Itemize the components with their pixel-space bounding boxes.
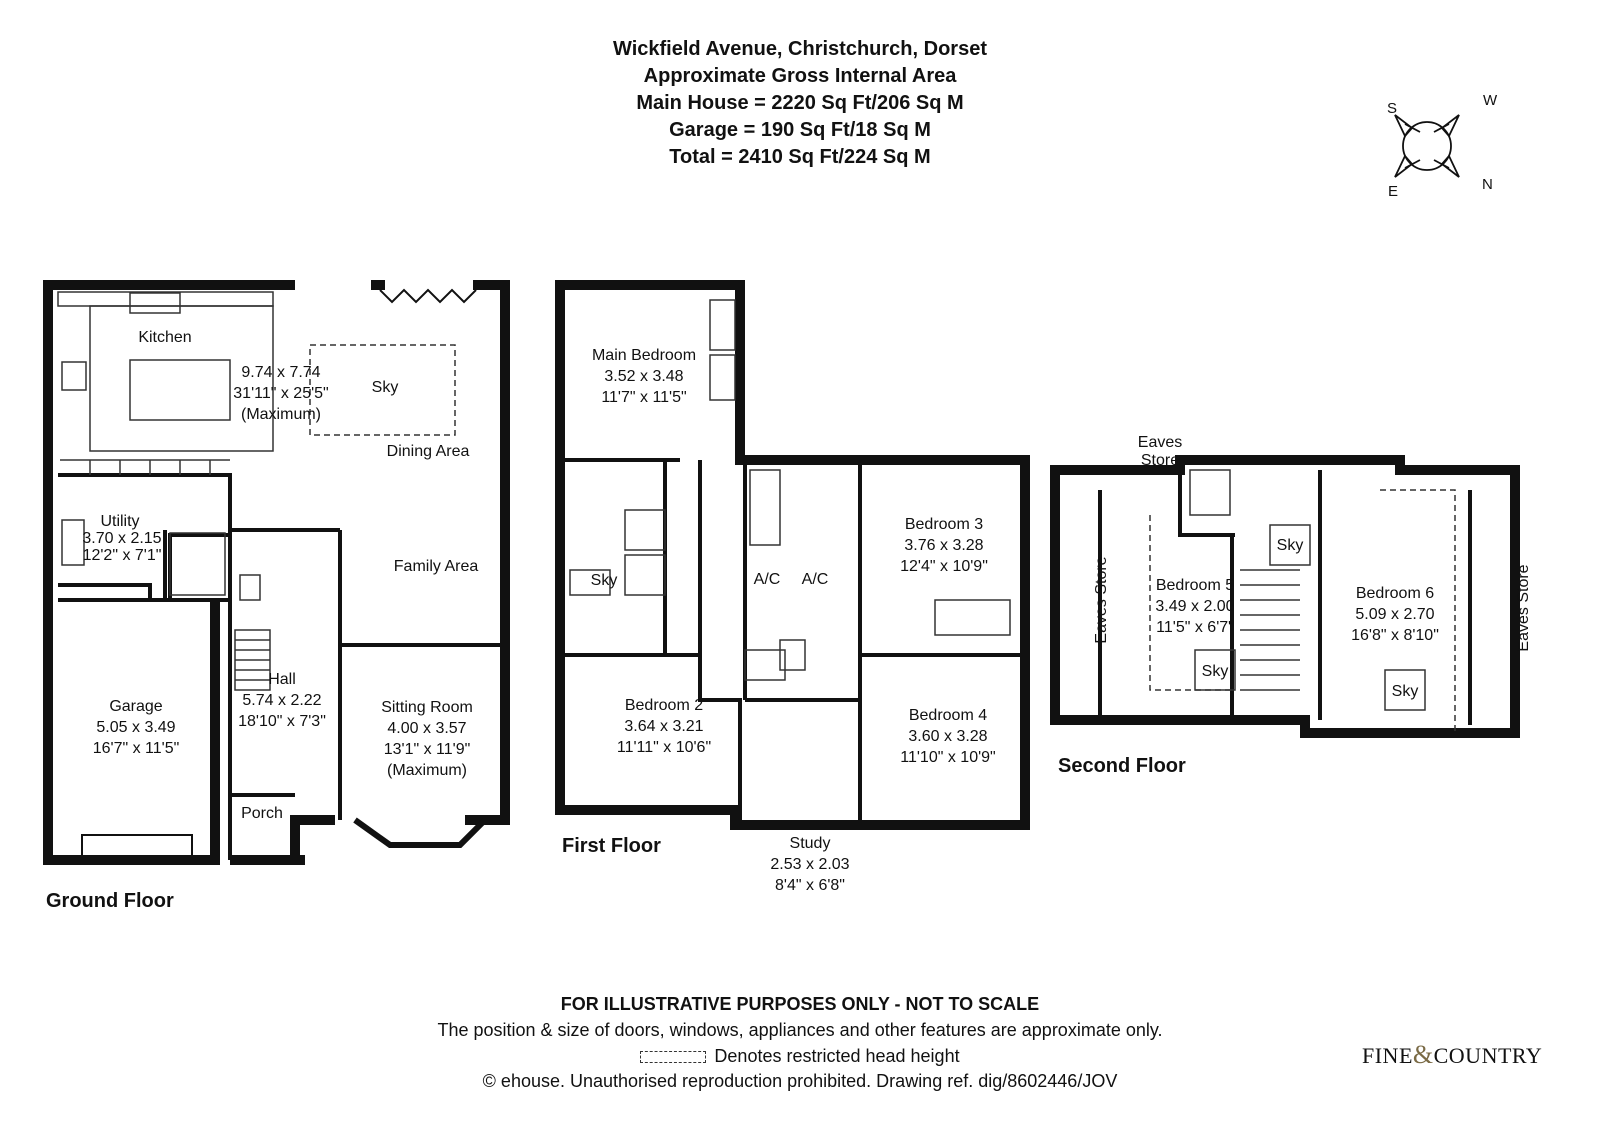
label-main-bedroom-ft: 11'7" x 11'5" bbox=[601, 389, 686, 406]
label-bedroom-5: Bedroom 5 bbox=[1156, 577, 1234, 594]
label-bedroom-2-m: 3.64 x 3.21 bbox=[624, 718, 703, 735]
label-kitchen: Kitchen bbox=[138, 329, 191, 346]
label-bedroom-3-ft: 12'4" x 10'9" bbox=[900, 558, 988, 575]
label-sky-first: Sky bbox=[591, 572, 618, 589]
label-eaves-store-left: Eaves Store bbox=[1093, 556, 1110, 643]
restricted-height-legend: Denotes restricted head height bbox=[0, 1046, 1600, 1067]
label-sky-bed6: Sky bbox=[1392, 683, 1419, 700]
disclaimer: FOR ILLUSTRATIVE PURPOSES ONLY - NOT TO … bbox=[560, 994, 1040, 1014]
label-bedroom-4-m: 3.60 x 3.28 bbox=[908, 728, 987, 745]
label-utility-ft: 12'2" x 7'1" bbox=[83, 547, 162, 564]
approximate-note: The position & size of doors, windows, a… bbox=[437, 1020, 1163, 1040]
label-study: Study bbox=[790, 835, 831, 852]
label-kitchen-dims-m: 9.74 x 7.74 bbox=[241, 364, 320, 381]
label-hall-ft: 18'10" x 7'3" bbox=[238, 713, 326, 730]
label-bedroom-3-m: 3.76 x 3.28 bbox=[904, 537, 983, 554]
label-bedroom-6-ft: 16'8" x 8'10" bbox=[1351, 627, 1439, 644]
label-garage-m: 5.05 x 3.49 bbox=[96, 719, 175, 736]
main-house-area: Main House = 2220 Sq Ft/206 Sq M bbox=[636, 92, 964, 114]
label-bedroom-4: Bedroom 4 bbox=[909, 707, 987, 724]
label-sky-kitchen: Sky bbox=[372, 379, 399, 396]
ground-floor-label: Ground Floor bbox=[46, 890, 174, 912]
label-hall-m: 5.74 x 2.22 bbox=[242, 692, 321, 709]
label-ac-1: A/C bbox=[754, 571, 781, 588]
label-utility-m: 3.70 x 2.15 bbox=[82, 530, 161, 547]
label-eaves: Eaves bbox=[1138, 434, 1182, 451]
label-garage-ft: 16'7" x 11'5" bbox=[93, 740, 180, 757]
label-ac-2: A/C bbox=[802, 571, 829, 588]
restricted-height-text: Denotes restricted head height bbox=[714, 1046, 960, 1066]
label-hall: Hall bbox=[268, 671, 296, 688]
dashed-legend-swatch bbox=[640, 1051, 707, 1064]
label-bedroom-2: Bedroom 2 bbox=[625, 697, 703, 714]
compass-n: N bbox=[1482, 176, 1493, 193]
room-labels: Kitchen 9.74 x 7.74 31'11" x 25'5" (Maxi… bbox=[82, 329, 1532, 894]
compass-e: E bbox=[1388, 183, 1399, 200]
copyright: © ehouse. Unauthorised reproduction proh… bbox=[482, 1071, 1118, 1091]
label-study-ft: 8'4" x 6'8" bbox=[775, 877, 845, 894]
kitchen-skylight bbox=[309, 344, 456, 436]
label-sitting-max: (Maximum) bbox=[387, 762, 467, 779]
label-utility: Utility bbox=[100, 513, 139, 530]
fine-country-logo: FINE&COUNTRY bbox=[1362, 1040, 1542, 1070]
label-sky-landing: Sky bbox=[1277, 537, 1304, 554]
label-sitting-ft: 13'1" x 11'9" bbox=[384, 741, 471, 758]
label-bedroom-6-m: 5.09 x 2.70 bbox=[1355, 606, 1434, 623]
label-bedroom-2-ft: 11'11" x 10'6" bbox=[617, 739, 711, 756]
label-eaves-store: Store bbox=[1141, 452, 1179, 469]
label-bedroom-5-ft: 11'5" x 6'7" bbox=[1156, 619, 1234, 636]
total-area: Total = 2410 Sq Ft/224 Sq M bbox=[669, 146, 931, 168]
label-bedroom-5-m: 3.49 x 2.00 bbox=[1155, 598, 1234, 615]
label-bedroom-4-ft: 11'10" x 10'9" bbox=[900, 749, 995, 766]
logo-ampersand: & bbox=[1412, 1040, 1434, 1069]
label-main-bedroom: Main Bedroom bbox=[592, 347, 696, 364]
label-study-m: 2.53 x 2.03 bbox=[770, 856, 849, 873]
label-eaves-store-right: Eaves Store bbox=[1515, 564, 1532, 651]
label-main-bedroom-m: 3.52 x 3.48 bbox=[604, 368, 683, 385]
second-floor-label: Second Floor bbox=[1058, 755, 1186, 777]
label-kitchen-dims-ft: 31'11" x 25'5" bbox=[233, 385, 328, 402]
label-bedroom-3: Bedroom 3 bbox=[905, 516, 983, 533]
label-dining: Dining Area bbox=[387, 443, 470, 460]
label-sky-bed5: Sky bbox=[1202, 663, 1229, 680]
garage-area: Garage = 190 Sq Ft/18 Sq M bbox=[669, 119, 931, 141]
area-subtitle: Approximate Gross Internal Area bbox=[643, 65, 957, 87]
compass-s: S bbox=[1387, 100, 1398, 117]
label-sitting: Sitting Room bbox=[381, 699, 473, 716]
compass-w: W bbox=[1483, 92, 1498, 109]
logo-text-right: COUNTRY bbox=[1433, 1043, 1543, 1068]
address-title: Wickfield Avenue, Christchurch, Dorset bbox=[613, 38, 987, 60]
logo-text-left: FINE bbox=[1362, 1043, 1413, 1068]
label-porch: Porch bbox=[241, 805, 283, 822]
label-sitting-m: 4.00 x 3.57 bbox=[387, 720, 466, 737]
label-family: Family Area bbox=[394, 558, 479, 575]
label-bedroom-6: Bedroom 6 bbox=[1356, 585, 1434, 602]
ground-floor-walls bbox=[43, 280, 510, 865]
label-kitchen-max: (Maximum) bbox=[241, 406, 321, 423]
first-floor-label: First Floor bbox=[562, 835, 661, 857]
compass-rose bbox=[1394, 114, 1460, 178]
label-garage: Garage bbox=[109, 698, 162, 715]
